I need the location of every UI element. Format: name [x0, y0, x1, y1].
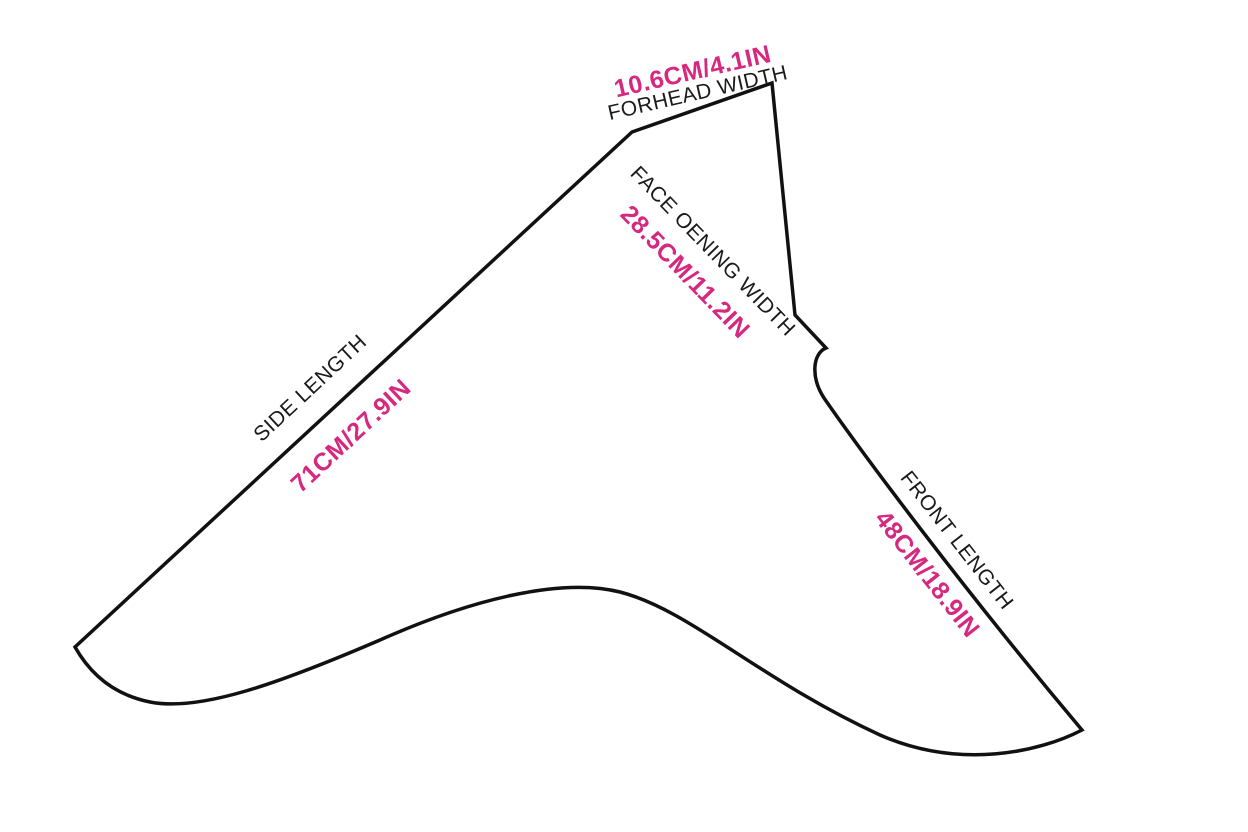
- pattern-outline: [72, 80, 1085, 757]
